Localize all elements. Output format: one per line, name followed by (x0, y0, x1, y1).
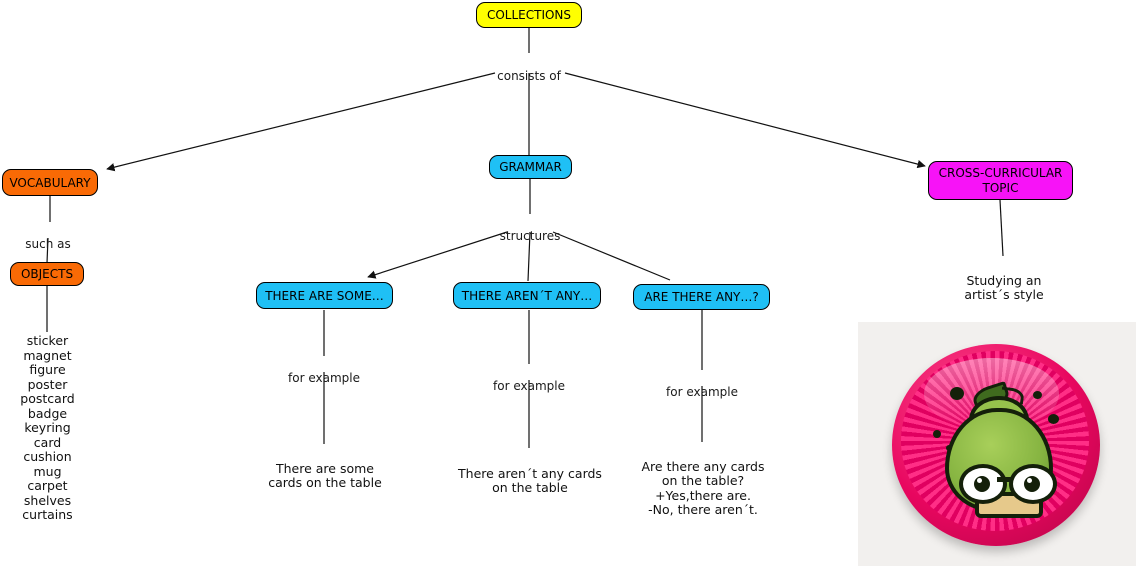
node-there-arent-any-label: THERE AREN´T ANY… (461, 288, 593, 303)
badge-graphic (892, 344, 1100, 546)
ink-splat (932, 430, 941, 439)
glasses-icon (959, 464, 1057, 505)
edge-label-structures-text: structures (499, 229, 561, 243)
list-item: keyring (24, 420, 71, 435)
list-item: card (33, 434, 62, 450)
edge-label-such-as: such as (8, 223, 88, 251)
cross-curricular-detail: Studying an artist´s style (938, 259, 1070, 303)
node-collections[interactable]: COLLECTIONS (476, 2, 582, 28)
example-question-text: Are there any cards on the table? +Yes,t… (641, 458, 765, 517)
node-are-there-any-label: ARE THERE ANY…? (644, 290, 759, 304)
edge-label-structures: structures (480, 215, 580, 243)
pear-body (945, 408, 1057, 519)
node-cross-curricular-topic-label: CROSS-CURRICULAR TOPIC (938, 165, 1063, 195)
glasses-lens-right (1009, 464, 1057, 505)
list-item: postcard (20, 391, 75, 406)
pupil (974, 476, 990, 493)
edge-label-for-example-1-text: for example (288, 371, 360, 385)
edge-label-for-example-2: for example (479, 365, 579, 393)
glasses-bridge (997, 477, 1013, 483)
node-collections-label: COLLECTIONS (486, 8, 572, 22)
example-question: Are there any cards on the table? +Yes,t… (628, 445, 778, 518)
example-affirmative: There are some cards on the table (254, 447, 396, 491)
list-item: magnet (23, 347, 72, 363)
list-item: shelves (23, 492, 72, 508)
node-vocabulary-label: VOCABULARY (9, 175, 91, 190)
edge-label-such-as-text: such as (25, 237, 71, 251)
example-negative: There aren´t any cards on the table (450, 452, 610, 496)
node-grammar-label: GRAMMAR (499, 160, 562, 174)
list-item: cushion (23, 449, 72, 464)
node-grammar[interactable]: GRAMMAR (489, 155, 572, 179)
example-negative-text: There aren´t any cards on the table (458, 465, 602, 495)
list-item: carpet (27, 478, 68, 493)
list-item: mug (33, 463, 62, 479)
ink-splat (1032, 390, 1042, 399)
badge-face (901, 351, 1089, 531)
pear-character (939, 381, 1057, 519)
node-cross-curricular-topic[interactable]: CROSS-CURRICULAR TOPIC (928, 161, 1073, 200)
node-there-are-some[interactable]: THERE ARE SOME… (256, 282, 393, 309)
edge-label-consists-of-text: consists of (497, 69, 561, 83)
ink-splat (949, 387, 964, 400)
edge-label-for-example-1: for example (274, 357, 374, 385)
edge-label-for-example-2-text: for example (493, 379, 565, 393)
list-item: badge (27, 405, 68, 421)
cross-curricular-detail-text: Studying an artist´s style (964, 272, 1044, 302)
ink-splat (1047, 414, 1059, 424)
node-objects-label: OBJECTS (20, 267, 74, 281)
list-item: poster (27, 376, 68, 392)
example-affirmative-text: There are some cards on the table (268, 460, 382, 490)
glasses-lens-left (959, 464, 1007, 505)
edge-label-for-example-3-text: for example (666, 385, 738, 399)
node-there-arent-any[interactable]: THERE AREN´T ANY… (453, 282, 601, 309)
node-are-there-any[interactable]: ARE THERE ANY…? (633, 284, 770, 310)
node-vocabulary[interactable]: VOCABULARY (2, 169, 98, 196)
list-item: figure (29, 362, 66, 377)
list-item: sticker (26, 333, 69, 348)
pear-badge-photo (858, 322, 1136, 566)
node-objects[interactable]: OBJECTS (10, 262, 84, 286)
edge-label-for-example-3: for example (652, 371, 752, 399)
vocabulary-word-list: sticker magnet figure poster postcard ba… (0, 333, 95, 523)
edge-label-consists-of: consists of (479, 55, 579, 83)
pupil (1024, 476, 1040, 493)
list-item: curtains (22, 507, 73, 522)
node-there-are-some-label: THERE ARE SOME… (265, 288, 384, 303)
